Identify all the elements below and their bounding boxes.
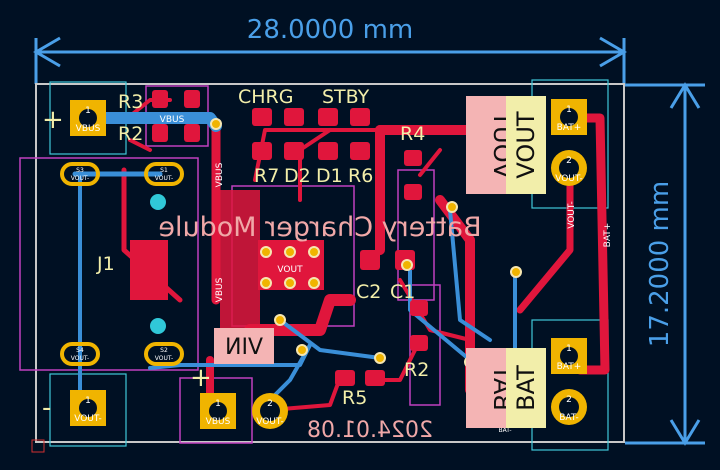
- pad-net: VOUT-: [74, 414, 102, 424]
- net-label-vbus: VBUS: [215, 162, 225, 187]
- pad-number: 2: [566, 156, 572, 166]
- pad-number: 1: [85, 106, 91, 116]
- copper-pour-ic: [220, 190, 260, 330]
- silk-r2-top: R2: [118, 123, 143, 145]
- pad-net: VOUT-: [71, 175, 89, 182]
- front-silkscreen: CHRG STBY R3 R2 R7 D2 D1 R6 R4 J1 C2 C1 …: [42, 86, 429, 423]
- net-label-bat-minus: BAT-: [498, 427, 511, 434]
- pad-vbus-in[interactable]: 1 VBUS: [70, 100, 106, 136]
- pad-net: VOUT-: [71, 355, 89, 362]
- pad-net: VOUT-: [155, 175, 173, 182]
- pad-vout-bottom[interactable]: 2 VOUT-: [252, 393, 288, 429]
- pad-net: VOUT-: [256, 417, 284, 427]
- silk-minus: -: [42, 393, 51, 423]
- pad-number: 2: [566, 395, 572, 405]
- board-outline: [35, 83, 625, 443]
- silk-r4: R4: [400, 123, 425, 145]
- smd-pads: [130, 90, 428, 386]
- pad-name: S1: [160, 167, 168, 174]
- height-dimension-label: 17.2000 mm: [645, 181, 675, 347]
- silk-r5: R5: [342, 387, 367, 409]
- net-label-bat-plus: BAT+: [603, 223, 613, 248]
- silk-r6: R6: [348, 165, 373, 187]
- pad-name: S2: [160, 347, 168, 354]
- silk-d1: D1: [316, 165, 343, 187]
- pad-number: 2: [267, 399, 273, 409]
- net-label-vbus: VBUS: [215, 277, 225, 302]
- pad-net: BAT-: [559, 413, 579, 423]
- board-title-mirrored: Battery Charger Module: [158, 212, 481, 243]
- silk-stby: STBY: [322, 86, 370, 108]
- pad-net: VOUT-: [155, 355, 173, 362]
- net-label-vout-minus: VOUT-: [567, 201, 577, 229]
- height-dimension[interactable]: 17.2000 mm: [625, 82, 705, 446]
- pad-number: 1: [85, 396, 91, 406]
- vout-label-box: VOUT VOUT: [466, 96, 546, 194]
- pad-vout-minus-top[interactable]: 2 VOUT-: [551, 150, 587, 186]
- silk-r2: R2: [404, 359, 429, 381]
- silk-r7: R7: [254, 165, 279, 187]
- vout-label: VOUT: [512, 111, 540, 178]
- pad-bat-minus-right[interactable]: 2 BAT-: [551, 389, 587, 425]
- pad-net: BAT+: [557, 362, 582, 372]
- silk-chrg: CHRG: [238, 86, 293, 108]
- vin-mirrored-label: VIN: [225, 335, 263, 360]
- board-date-mirrored: 2024.01.08: [307, 418, 433, 443]
- vin-label-box: VIN: [214, 328, 274, 364]
- pad-name: S3: [76, 167, 84, 174]
- net-label-vout: VOUT: [277, 265, 303, 275]
- pad-number: 1: [566, 344, 572, 354]
- bat-label-box: BAT BAT: [466, 348, 546, 428]
- silk-plus: +: [190, 363, 212, 393]
- pad-vout-minus-left[interactable]: 1 VOUT-: [70, 390, 106, 426]
- pad-net: VOUT-: [555, 174, 583, 184]
- usb-mount-hole: [150, 318, 166, 334]
- pad-vbus-bottom[interactable]: 1 VBUS: [200, 393, 236, 429]
- silk-r3: R3: [118, 91, 143, 113]
- pad-bat-plus-right[interactable]: 1 BAT+: [551, 338, 587, 374]
- width-dimension-label: 28.0000 mm: [247, 15, 413, 45]
- bat-label: BAT: [512, 365, 540, 411]
- pad-net: BAT+: [557, 123, 582, 133]
- usb-mount-hole: [150, 194, 166, 210]
- origin-marker: [31, 439, 45, 453]
- net-label-vbus: VBUS: [160, 115, 185, 125]
- pad-net: VBUS: [76, 124, 101, 134]
- pad-name: S4: [76, 347, 84, 354]
- silk-c2: C2: [356, 281, 381, 303]
- pad-net: VBUS: [206, 417, 231, 427]
- silk-c1: C1: [390, 281, 415, 303]
- usb-shell-pads: S3 VOUT- S1 VOUT- S4 VOUT- S2 VOUT-: [60, 162, 184, 366]
- width-dimension[interactable]: 28.0000 mm: [33, 15, 627, 84]
- pad-number: 1: [215, 399, 221, 409]
- pad-bat-plus-top[interactable]: 1 BAT+: [551, 99, 587, 135]
- silk-plus: +: [42, 105, 64, 135]
- silk-d2: D2: [284, 165, 311, 187]
- pad-number: 1: [566, 105, 572, 115]
- silk-j1: J1: [96, 253, 115, 275]
